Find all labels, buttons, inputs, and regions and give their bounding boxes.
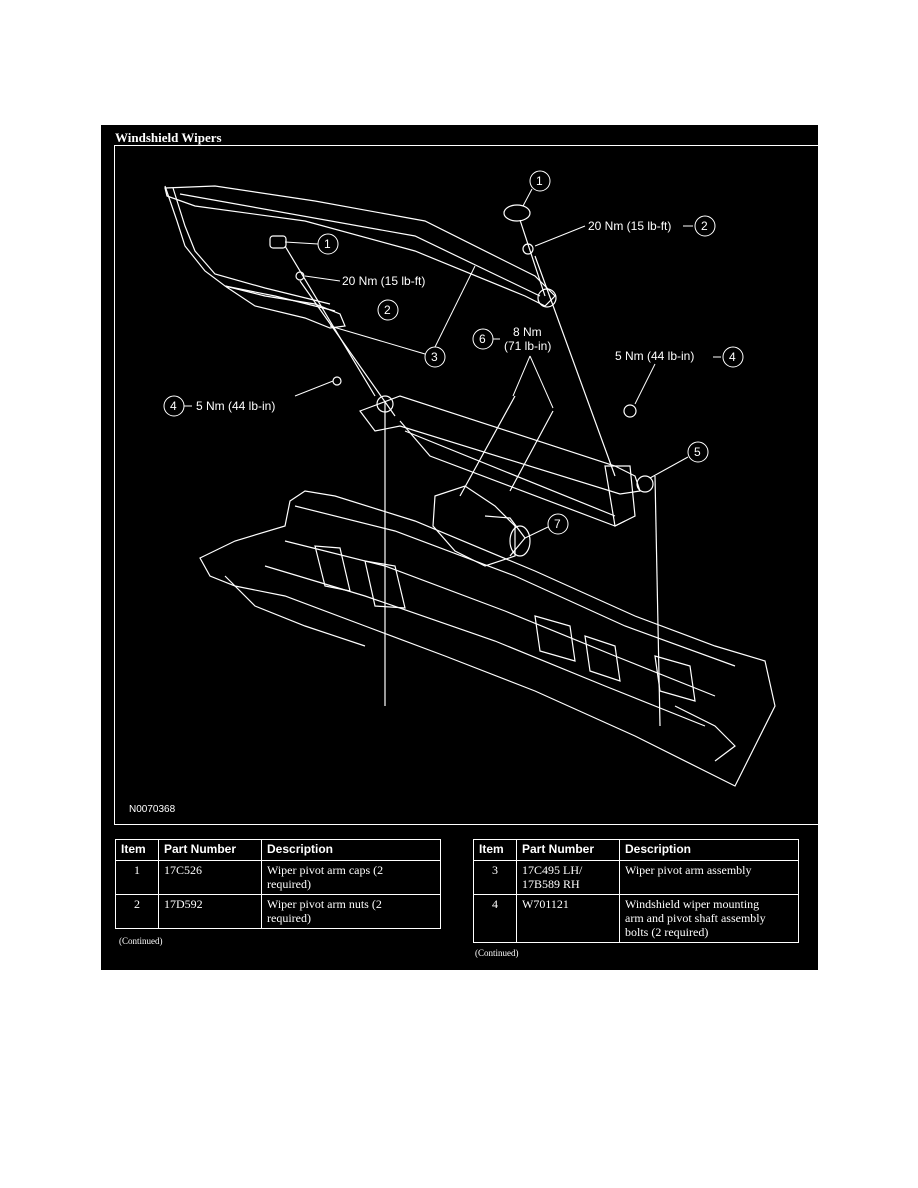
column-header-part-number: Part Number: [516, 839, 620, 861]
callout-6-label-line1: 8 Nm: [513, 325, 542, 339]
description-line: Wiper pivot arm caps (2: [267, 863, 384, 877]
cell-item: 4: [473, 894, 517, 943]
cell-description: Wiper pivot arm nuts (2 required): [261, 894, 441, 929]
figure-frame: Windshield Wipers: [101, 125, 823, 970]
callout-1-right-number: 1: [536, 174, 543, 188]
column-header-item: Item: [473, 839, 517, 861]
table-header-row: Item Part Number Description: [115, 839, 441, 861]
column-header-description: Description: [261, 839, 441, 861]
callout-4-right: [722, 346, 744, 368]
callout-5-number: 5: [694, 445, 701, 459]
parts-table-right: Item Part Number Description 3 17C495 LH…: [473, 839, 799, 943]
cell-description: Wiper pivot arm caps (2 required): [261, 860, 441, 895]
figure-title: Windshield Wipers: [115, 130, 222, 145]
pivot-cap-left: [269, 235, 287, 249]
callout-3-number: 3: [431, 350, 438, 364]
table-row: 2 17D592 Wiper pivot arm nuts (2 require…: [115, 894, 441, 929]
callout-5: [687, 441, 709, 463]
callout-2-right-number: 2: [701, 219, 708, 233]
linkage-bar: [359, 395, 641, 495]
table-row: 1 17C526 Wiper pivot arm caps (2 require…: [115, 860, 441, 895]
wiper-arm-upper: [164, 185, 556, 307]
callout-4-left-number: 4: [170, 399, 177, 413]
description-line: required): [267, 877, 311, 891]
callout-4-right-number: 4: [729, 350, 736, 364]
cowl-panel: [199, 490, 776, 787]
continued-note-left: (Continued): [119, 936, 163, 946]
wiper-arm-lower: [224, 285, 346, 329]
description-line: arm and pivot shaft assembly: [625, 911, 766, 925]
figure-code: N0070368: [129, 804, 176, 815]
cell-item: 3: [473, 860, 517, 895]
exploded-diagram: 1 2 20 Nm (15 lb-ft) 1 20 Nm (15 lb-ft) …: [114, 145, 823, 825]
bolt-left: [332, 376, 342, 386]
description-line: required): [267, 911, 311, 925]
column-header-item: Item: [115, 839, 159, 861]
description-line: Wiper pivot arm nuts (2: [267, 897, 382, 911]
cell-part-number: W701121: [516, 894, 620, 943]
bolt-right: [623, 404, 637, 418]
table-row: 4 W701121 Windshield wiper mounting arm …: [473, 894, 799, 943]
column-header-part-number: Part Number: [158, 839, 262, 861]
wiper-blade-left: [164, 185, 336, 312]
part-number-line: 17B589 RH: [522, 877, 580, 891]
column-header-description: Description: [619, 839, 799, 861]
callout-2-left-number: 2: [384, 303, 391, 317]
callout-2-left: [377, 299, 399, 321]
callout-7: [547, 513, 569, 535]
callout-7-number: 7: [554, 517, 561, 531]
callout-1-right: [529, 170, 551, 192]
description-line: Windshield wiper mounting: [625, 897, 760, 911]
table-row: 3 17C495 LH/ 17B589 RH Wiper pivot arm a…: [473, 860, 799, 895]
callout-6-label-line2: (71 lb-in): [504, 339, 551, 353]
cell-description: Windshield wiper mounting arm and pivot …: [619, 894, 799, 943]
callout-2-left-label: 20 Nm (15 lb-ft): [342, 274, 425, 288]
part-number-line: 17C495 LH/: [522, 863, 583, 877]
description-line: bolts (2 required): [625, 925, 709, 939]
table-header-row: Item Part Number Description: [473, 839, 799, 861]
wiper-illustration: 1 2 20 Nm (15 lb-ft) 1 20 Nm (15 lb-ft) …: [163, 170, 776, 787]
callout-2-right-label: 20 Nm (15 lb-ft): [588, 219, 671, 233]
cell-item: 2: [115, 894, 159, 929]
parts-table-left: Item Part Number Description 1 17C526 Wi…: [115, 839, 441, 929]
callout-2-right: [694, 215, 716, 237]
callout-1-left-number: 1: [324, 237, 331, 251]
cell-item: 1: [115, 860, 159, 895]
cell-description: Wiper pivot arm assembly: [619, 860, 799, 895]
cell-part-number: 17C495 LH/ 17B589 RH: [516, 860, 620, 895]
continued-note-right: (Continued): [475, 948, 519, 958]
wiper-motor: [432, 485, 516, 567]
callout-4-right-label: 5 Nm (44 lb-in): [615, 349, 694, 363]
pivot-cap-right: [503, 204, 531, 222]
callout-4-left-label: 5 Nm (44 lb-in): [196, 399, 275, 413]
cell-part-number: 17C526: [158, 860, 262, 895]
cell-part-number: 17D592: [158, 894, 262, 929]
callout-6-number: 6: [479, 332, 486, 346]
